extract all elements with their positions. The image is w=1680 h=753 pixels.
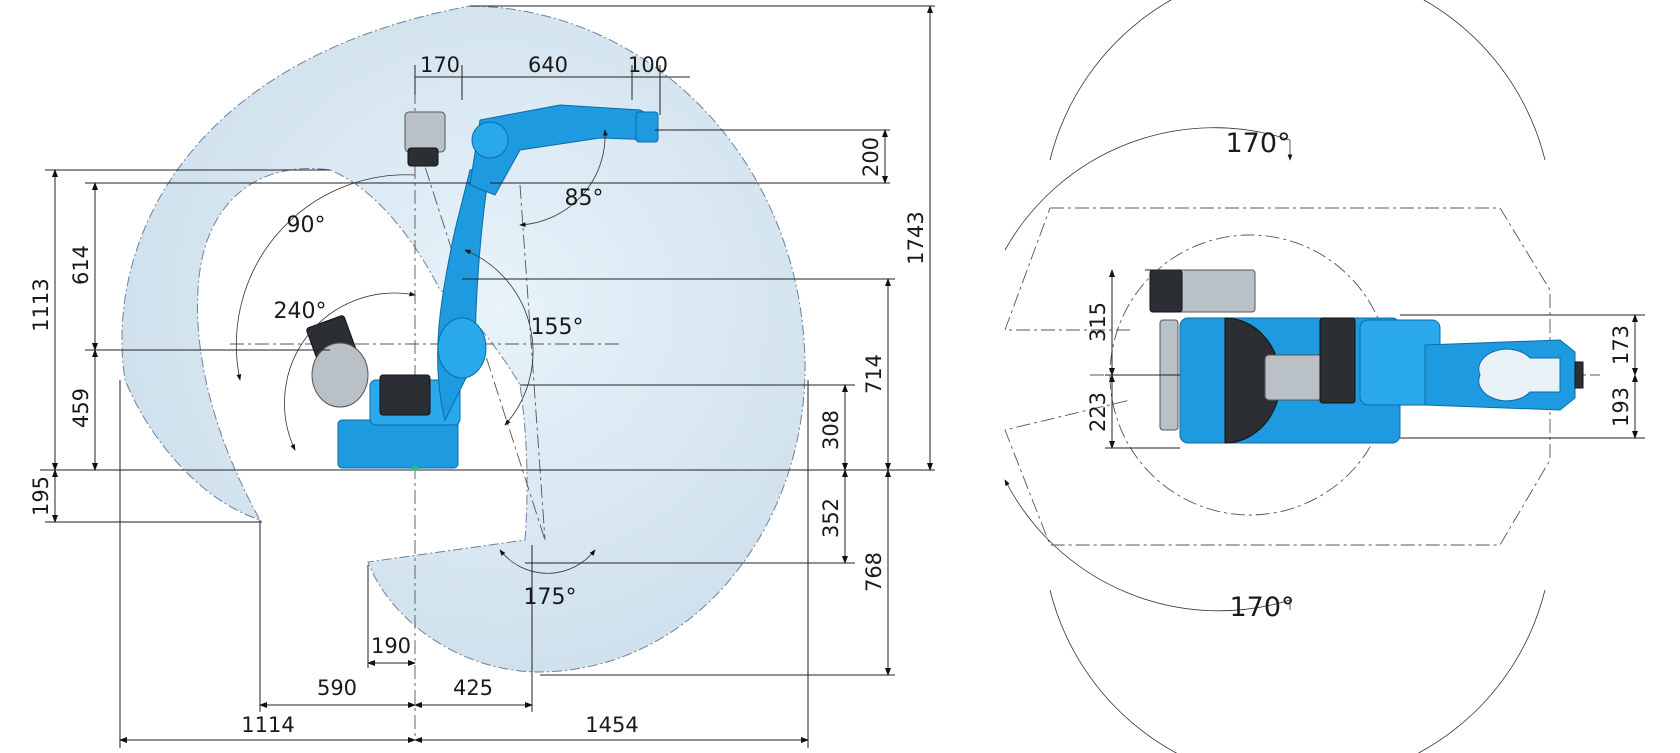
label-768: 768 bbox=[862, 552, 886, 592]
label-90-deg: 90° bbox=[287, 213, 326, 238]
arc-155 bbox=[464, 249, 534, 426]
label-240-deg: 240° bbox=[274, 299, 327, 324]
top-flange bbox=[1574, 361, 1584, 389]
robot-wrist bbox=[635, 111, 659, 143]
label-85-deg: 85° bbox=[565, 186, 604, 211]
label-170: 170 bbox=[420, 53, 460, 77]
label-425: 425 bbox=[453, 676, 493, 700]
arc-85 bbox=[519, 129, 608, 228]
robot-rear-motor-cap bbox=[407, 147, 439, 167]
label-223: 223 bbox=[1086, 392, 1110, 432]
label-155-deg: 155° bbox=[531, 315, 584, 340]
label-590: 590 bbox=[317, 676, 357, 700]
label-175-deg: 175° bbox=[524, 585, 577, 610]
label-200: 200 bbox=[859, 137, 883, 177]
outer-arc-top bbox=[1049, 0, 1546, 161]
work-envelope bbox=[121, 5, 806, 673]
label-1113: 1113 bbox=[29, 278, 53, 331]
label-1454: 1454 bbox=[585, 713, 638, 737]
robot-elbow-joint bbox=[471, 121, 509, 159]
top-counterweight-cap bbox=[1149, 269, 1183, 313]
robot-rear-motor bbox=[404, 111, 446, 153]
top-view: 170° 170° 315 223 173 193 bbox=[1004, 0, 1645, 753]
robot-top-illustration bbox=[1149, 269, 1584, 444]
top-envelope bbox=[1004, 207, 1551, 546]
top-drive bbox=[1319, 317, 1356, 404]
side-view: 170 640 100 200 1743 714 308 352 768 111… bbox=[29, 5, 935, 748]
label-193: 193 bbox=[1609, 387, 1633, 427]
label-1114: 1114 bbox=[241, 713, 294, 737]
arc-175 bbox=[499, 549, 596, 574]
label-173: 173 bbox=[1609, 325, 1633, 365]
label-459: 459 bbox=[69, 388, 93, 428]
label-top-170-deg: 170° bbox=[1225, 128, 1290, 159]
rotation-arrow-top bbox=[1004, 127, 1293, 251]
arc-90 bbox=[235, 174, 416, 381]
label-614: 614 bbox=[69, 245, 93, 285]
label-195: 195 bbox=[29, 476, 53, 516]
label-714: 714 bbox=[862, 354, 886, 394]
arc-240 bbox=[284, 291, 416, 451]
robot-shoulder-joint bbox=[437, 317, 487, 379]
origin-marker bbox=[412, 465, 418, 471]
label-308: 308 bbox=[819, 410, 843, 450]
top-arm-cutout bbox=[1478, 348, 1561, 402]
label-640: 640 bbox=[528, 53, 568, 77]
robot-motor-box bbox=[379, 374, 431, 416]
label-190: 190 bbox=[371, 634, 411, 658]
outer-arc-bottom bbox=[1049, 589, 1546, 753]
robot-base bbox=[337, 419, 459, 469]
label-100: 100 bbox=[628, 53, 668, 77]
robot-motor-housing bbox=[311, 342, 369, 408]
label-1743: 1743 bbox=[904, 211, 928, 264]
label-352: 352 bbox=[819, 498, 843, 538]
label-bottom-170-deg: 170° bbox=[1229, 592, 1294, 623]
rotation-arrow-bottom bbox=[1004, 479, 1291, 612]
label-315: 315 bbox=[1086, 302, 1110, 342]
